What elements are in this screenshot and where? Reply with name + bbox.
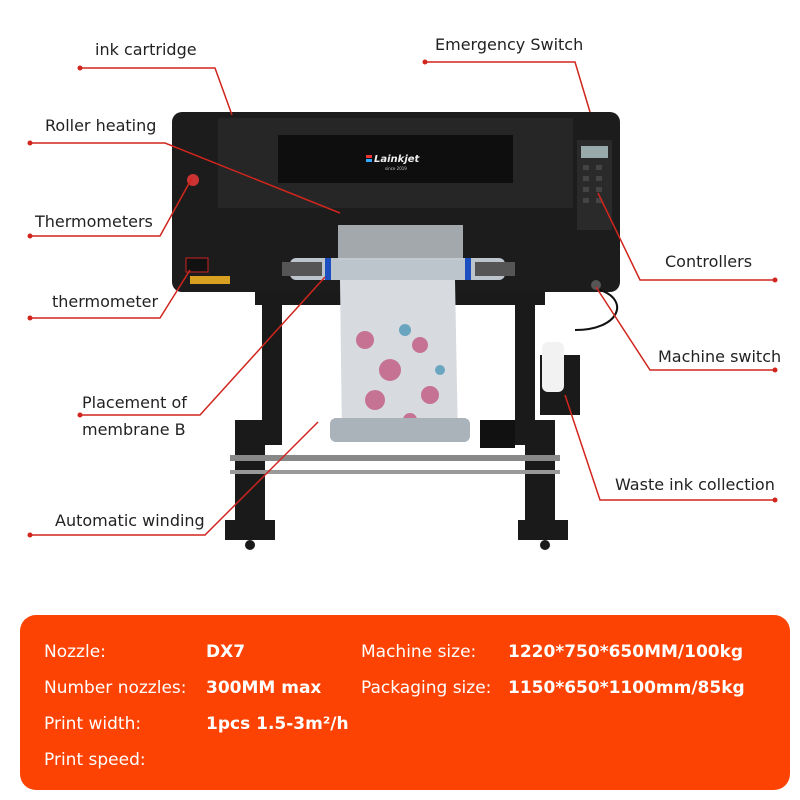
number-nozzles-label: Number nozzles: — [44, 678, 187, 698]
callout-controllers: Controllers — [665, 252, 753, 271]
nozzle-label: Nozzle: — [44, 642, 106, 662]
printer-stand — [225, 285, 568, 550]
callout-machine-switch: Machine switch — [658, 347, 782, 366]
callout-placement-line2: membrane B — [82, 420, 186, 439]
svg-text:since 2019: since 2019 — [385, 166, 407, 171]
callout-roller-heating: Roller heating — [45, 116, 157, 135]
print-width-label: Print width: — [44, 714, 142, 734]
callout-thermometers: Thermometers — [35, 212, 153, 231]
print-width-value: 1pcs 1.5-3m²/h — [206, 714, 349, 734]
packaging-size-label: Packaging size: — [361, 678, 492, 698]
callout-emergency-switch: Emergency Switch — [435, 35, 584, 54]
machine-size-label: Machine size: — [361, 642, 477, 662]
printer-body — [172, 112, 620, 292]
callout-automatic-winding: Automatic winding — [55, 511, 205, 530]
packaging-size-value: 1150*650*1100mm/85kg — [508, 678, 745, 698]
callout-thermometer: thermometer — [52, 292, 159, 311]
machine-size-value: 1220*750*650MM/100kg — [508, 642, 744, 662]
nozzle-value: DX7 — [206, 642, 246, 662]
print-speed-label: Print speed: — [44, 750, 146, 770]
number-nozzles-value: 300MM max — [206, 678, 322, 698]
callout-ink-cartridge: ink cartridge — [95, 40, 197, 59]
spec-panel — [20, 615, 790, 790]
callout-placement-line1: Placement of — [82, 393, 187, 412]
waste-ink-bottle — [540, 289, 619, 415]
roller-and-film — [282, 225, 515, 448]
lainkjet-logo: Lainkjet since 2019 — [366, 154, 421, 171]
callout-leaders — [30, 61, 775, 536]
callout-dots — [27, 59, 778, 538]
svg-text:Lainkjet: Lainkjet — [374, 154, 421, 165]
callout-waste-ink: Waste ink collection — [615, 475, 775, 494]
